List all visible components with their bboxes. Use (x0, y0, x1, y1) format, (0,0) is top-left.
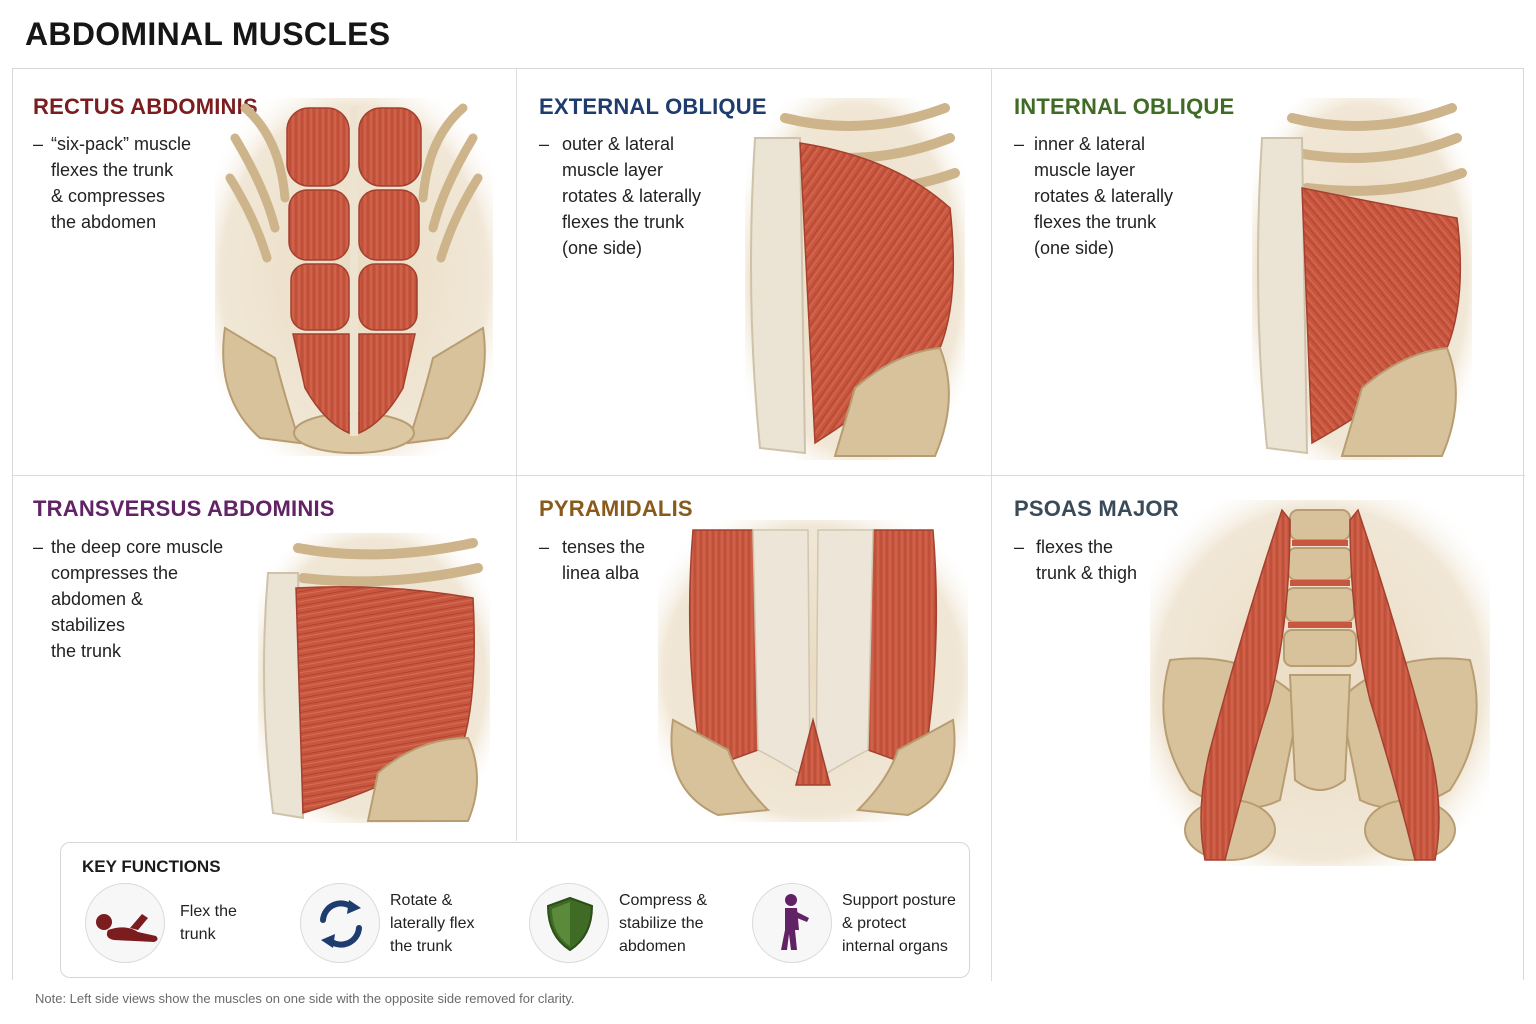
key-label-compress-abdomen: Compress & stabilize the abdomen (619, 892, 708, 955)
panel-title-transversus: TRANSVERSUS ABDOMINIS (33, 496, 335, 521)
rectus-abdominis-illustration (215, 98, 493, 456)
panel-desc-internal: –inner & lateral muscle layer rotates & … (1014, 134, 1174, 258)
pyramidalis-illustration (658, 520, 968, 822)
transversus-abdominis-illustration (258, 533, 490, 823)
panel-title-psoas: PSOAS MAJOR (1014, 496, 1179, 521)
panel-desc-rectus: –“six-pack” muscle flexes the trunk & co… (33, 134, 192, 232)
key-functions-title: KEY FUNCTIONS (82, 857, 221, 876)
panel-desc-psoas: –flexes the trunk & thigh (1014, 537, 1138, 583)
psoas-major-illustration (1150, 500, 1490, 866)
panel-desc-external: –outer & lateral muscle layer rotates & … (539, 134, 702, 258)
external-oblique-illustration (745, 98, 965, 460)
key-label-flex-trunk: Flex the trunk (180, 903, 237, 943)
rotate-arrows-icon (300, 883, 380, 963)
panel-desc-pyramidalis: –tenses the linea alba (539, 537, 646, 583)
sit-up-figure-icon (85, 883, 165, 963)
panel-title-internal: INTERNAL OBLIQUE (1014, 94, 1235, 119)
panel-title-external: EXTERNAL OBLIQUE (539, 94, 767, 119)
standing-figure-icon (752, 883, 832, 963)
internal-oblique-illustration (1252, 98, 1472, 460)
muscle-grid (12, 68, 1525, 981)
panel-title-pyramidalis: PYRAMIDALIS (539, 496, 693, 521)
key-label-rotate-trunk: Rotate & laterally flex the trunk (390, 892, 475, 955)
key-functions-box: KEY FUNCTIONS Flex the trunk (60, 842, 970, 978)
shield-icon (529, 883, 609, 963)
key-label-support-posture: Support posture & protect internal organ… (842, 892, 956, 955)
footnote: Note: Left side views show the muscles o… (35, 991, 575, 1006)
page-title: ABDOMINAL MUSCLES (25, 16, 391, 52)
panel-title-rectus: RECTUS ABDOMINIS (33, 94, 258, 119)
panel-desc-transversus: –the deep core muscle compresses the abd… (33, 537, 224, 661)
